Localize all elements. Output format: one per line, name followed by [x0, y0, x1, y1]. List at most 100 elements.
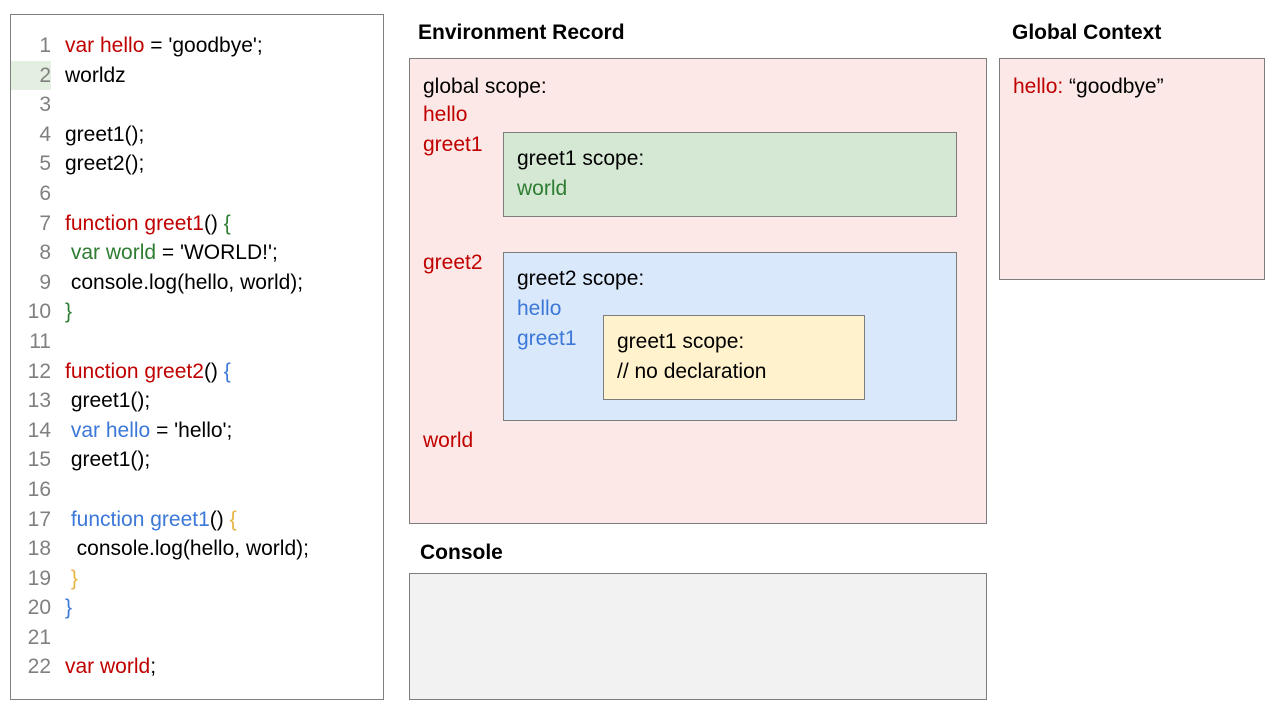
global-binding-world: world: [423, 429, 474, 452]
code-token: }: [65, 300, 73, 324]
global-binding-hello: hello: [423, 103, 468, 126]
code-line[interactable]: 10}: [11, 297, 383, 327]
line-number: 8: [39, 241, 51, 265]
greet1-binding-world: world: [517, 177, 568, 200]
code-line[interactable]: 8 var world = 'WORLD!';: [11, 238, 383, 268]
code-token: var hello: [70, 418, 151, 442]
code-line[interactable]: 11: [11, 327, 383, 357]
code-token: function greet2: [65, 359, 204, 383]
code-line-text: var hello = 'hello';: [51, 416, 233, 446]
line-number: 2: [11, 60, 51, 91]
line-number: 12: [27, 359, 51, 383]
line-number: 9: [39, 270, 51, 294]
line-number: 7: [39, 211, 51, 235]
code-line-text: greet1();: [51, 120, 144, 150]
greet2-binding-hello: hello: [517, 297, 562, 320]
code-token: (): [203, 359, 224, 383]
code-line-text: var hello = 'goodbye';: [51, 31, 263, 61]
code-token: var world: [70, 241, 157, 265]
environment-record-title: Environment Record: [418, 21, 625, 44]
line-number: 17: [27, 507, 51, 531]
code-token: {: [223, 211, 231, 235]
code-line-text: }: [51, 564, 78, 594]
global-binding-greet1: greet1: [423, 133, 483, 156]
code-token: console.log(hello, world);: [65, 537, 309, 561]
code-line[interactable]: 21: [11, 623, 383, 653]
code-token: greet2();: [65, 152, 145, 176]
code-token: = 'goodbye';: [144, 34, 263, 57]
code-token: (): [203, 211, 224, 235]
console-panel[interactable]: [409, 573, 987, 700]
code-line-text: function greet1() {: [51, 209, 231, 239]
code-line[interactable]: 15 greet1();: [11, 445, 383, 475]
code-token: = 'hello';: [150, 418, 233, 442]
greet1-scope-box: greet1 scope: world: [503, 132, 957, 217]
line-number: 11: [29, 329, 51, 353]
global-context-entry: hello: “goodbye”: [1013, 75, 1164, 99]
code-line-text: function greet2() {: [51, 357, 231, 387]
code-line[interactable]: 4 greet1();: [11, 120, 383, 150]
line-number: 19: [27, 566, 51, 590]
line-number: 21: [27, 625, 51, 649]
line-number: 1: [39, 34, 51, 57]
code-token: {: [229, 507, 237, 531]
code-line[interactable]: 14 var hello = 'hello';: [11, 416, 383, 446]
greet2-scope-box: greet2 scope: hello greet1 greet1 scope:…: [503, 252, 957, 421]
code-line-text: greet2();: [51, 149, 144, 179]
code-line[interactable]: 2 worldz: [11, 60, 383, 91]
global-context-entry-value: “goodbye”: [1069, 75, 1164, 98]
greet2-scope-label: greet2 scope:: [517, 267, 645, 290]
code-token: function greet1: [70, 507, 210, 531]
global-context-title: Global Context: [1012, 21, 1162, 44]
greet2-binding-greet1: greet1: [517, 327, 577, 350]
console-output: [410, 574, 986, 590]
line-number: 3: [39, 93, 51, 117]
code-line-text: function greet1() {: [51, 505, 237, 535]
code-token: ;: [150, 655, 157, 679]
code-line-text: console.log(hello, world);: [51, 534, 309, 564]
code-line[interactable]: 19 }: [11, 564, 383, 594]
code-line[interactable]: 13 greet1();: [11, 386, 383, 416]
line-number: 4: [39, 122, 51, 146]
code-token: }: [70, 566, 78, 590]
environment-record-panel: global scope: hello greet1 greet2 world …: [409, 58, 987, 524]
code-line-text: }: [51, 593, 72, 623]
code-line-text: worldz: [51, 61, 126, 91]
code-line[interactable]: 16: [11, 475, 383, 505]
line-number: 18: [27, 537, 51, 561]
code-line[interactable]: 6: [11, 179, 383, 209]
code-line[interactable]: 20}: [11, 593, 383, 623]
code-token: console.log(hello, world);: [65, 270, 304, 294]
code-line-text: console.log(hello, world);: [51, 268, 303, 298]
greet1-scope-label: greet1 scope:: [517, 147, 645, 170]
code-token: (): [209, 507, 230, 531]
code-line[interactable]: 3: [11, 90, 383, 120]
code-token: {: [223, 359, 231, 383]
code-token: var world: [65, 655, 151, 679]
code-line[interactable]: 9 console.log(hello, world);: [11, 268, 383, 298]
console-title: Console: [420, 541, 503, 564]
code-line[interactable]: 17 function greet1() {: [11, 505, 383, 535]
line-number: 16: [27, 477, 51, 501]
code-line[interactable]: 18 console.log(hello, world);: [11, 534, 383, 564]
code-token: greet1();: [65, 448, 151, 472]
line-number: 15: [27, 448, 51, 472]
line-number: 6: [39, 181, 51, 205]
line-number: 14: [27, 418, 51, 442]
code-token: worldz: [65, 63, 126, 87]
code-token: greet1();: [65, 389, 151, 413]
code-line-text: greet1();: [51, 445, 150, 475]
code-token: greet1();: [65, 122, 145, 146]
code-line-text: var world;: [51, 652, 156, 682]
global-binding-greet2: greet2: [423, 251, 483, 274]
code-token: }: [65, 596, 73, 620]
greet1-inner-scope-note: // no declaration: [617, 360, 767, 383]
line-number: 13: [27, 389, 51, 413]
